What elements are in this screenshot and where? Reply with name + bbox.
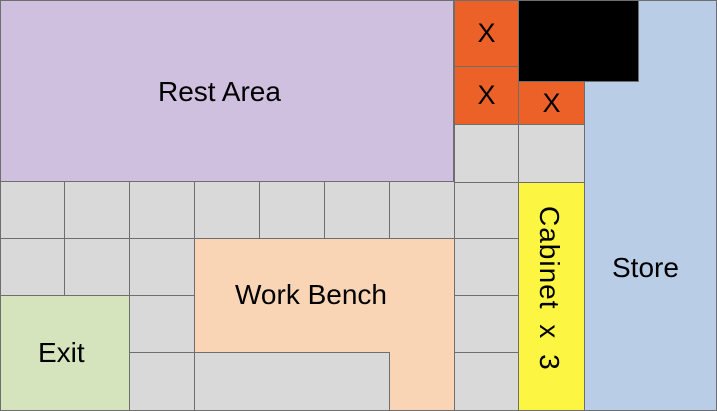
floor-tile bbox=[129, 181, 195, 239]
floor-tile bbox=[454, 352, 519, 411]
work-bench-zone bbox=[194, 238, 455, 353]
rest-area-zone bbox=[0, 0, 454, 182]
blackout-block bbox=[518, 0, 639, 82]
floor-tile bbox=[389, 181, 455, 239]
floor-tile bbox=[129, 295, 195, 353]
floor-tile bbox=[64, 238, 130, 296]
floor-tile bbox=[129, 352, 195, 411]
floor-tile bbox=[64, 181, 130, 239]
work-bench-label: Work Bench bbox=[235, 279, 387, 310]
exit-zone bbox=[0, 295, 130, 411]
floor-tile bbox=[454, 124, 519, 183]
store-label: Store bbox=[612, 252, 679, 283]
floor-tile bbox=[518, 124, 585, 183]
exit-label: Exit bbox=[38, 337, 85, 368]
floor-tile bbox=[259, 181, 325, 239]
floor-tile bbox=[194, 181, 260, 239]
floor-tile bbox=[129, 238, 195, 296]
blocked-cell-marker: X bbox=[518, 81, 585, 125]
blocked-cell-marker: X bbox=[454, 66, 519, 125]
rest-area-label: Rest Area bbox=[158, 76, 281, 107]
floor-tile bbox=[454, 238, 519, 296]
floor-tile bbox=[454, 182, 519, 239]
floor-tile bbox=[324, 181, 390, 239]
blocked-cell-marker: X bbox=[454, 0, 519, 67]
cabinet-zone bbox=[518, 182, 585, 411]
floor-tile bbox=[0, 238, 65, 296]
cabinet-label: Cabinet x 3 bbox=[534, 206, 565, 371]
floor-tile bbox=[0, 181, 65, 239]
floor-tile bbox=[454, 295, 519, 353]
floor-tile bbox=[194, 352, 390, 411]
work-bench-zone-extension bbox=[389, 352, 455, 411]
